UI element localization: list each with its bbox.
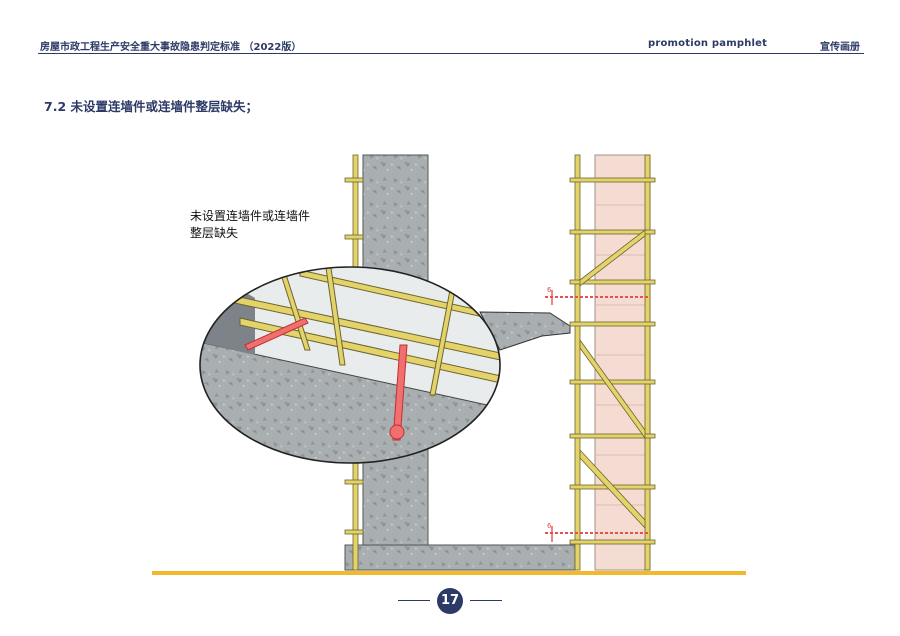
english-tag: promotion pamphlet — [648, 38, 768, 49]
scaffold-illustration: 6 6 — [199, 154, 656, 571]
ruler-mark-top: 6 — [547, 286, 552, 294]
page-number-rule-right — [470, 600, 502, 601]
page-header: 房屋市政工程生产安全重大事故隐患判定标准 （2022版） promotion p… — [0, 0, 900, 60]
right-building-elevation: 6 6 — [545, 154, 656, 571]
callout-line-2: 整层缺失 — [190, 226, 239, 240]
header-divider — [38, 53, 864, 54]
page-number-block: 17 — [398, 588, 502, 614]
footer-accent-bar — [152, 571, 746, 575]
magnifier-detail — [199, 266, 571, 464]
callout-label: 未设置连墙件或连墙件 整层缺失 — [190, 208, 310, 242]
page-number: 17 — [437, 588, 463, 614]
tie-missing-mark: 6 6 — [545, 286, 650, 542]
callout-line-1: 未设置连墙件或连墙件 — [190, 209, 311, 223]
page-number-rule-left — [398, 600, 430, 601]
ruler-mark-bottom: 6 — [547, 522, 552, 530]
document-title: 房屋市政工程生产安全重大事故隐患判定标准 （2022版） — [40, 42, 302, 53]
missing-tie-marker — [244, 317, 408, 441]
section-title: 7.2 未设置连墙件或连墙件整层缺失； — [44, 99, 258, 114]
brochure-label: 宣传画册 — [820, 42, 860, 53]
